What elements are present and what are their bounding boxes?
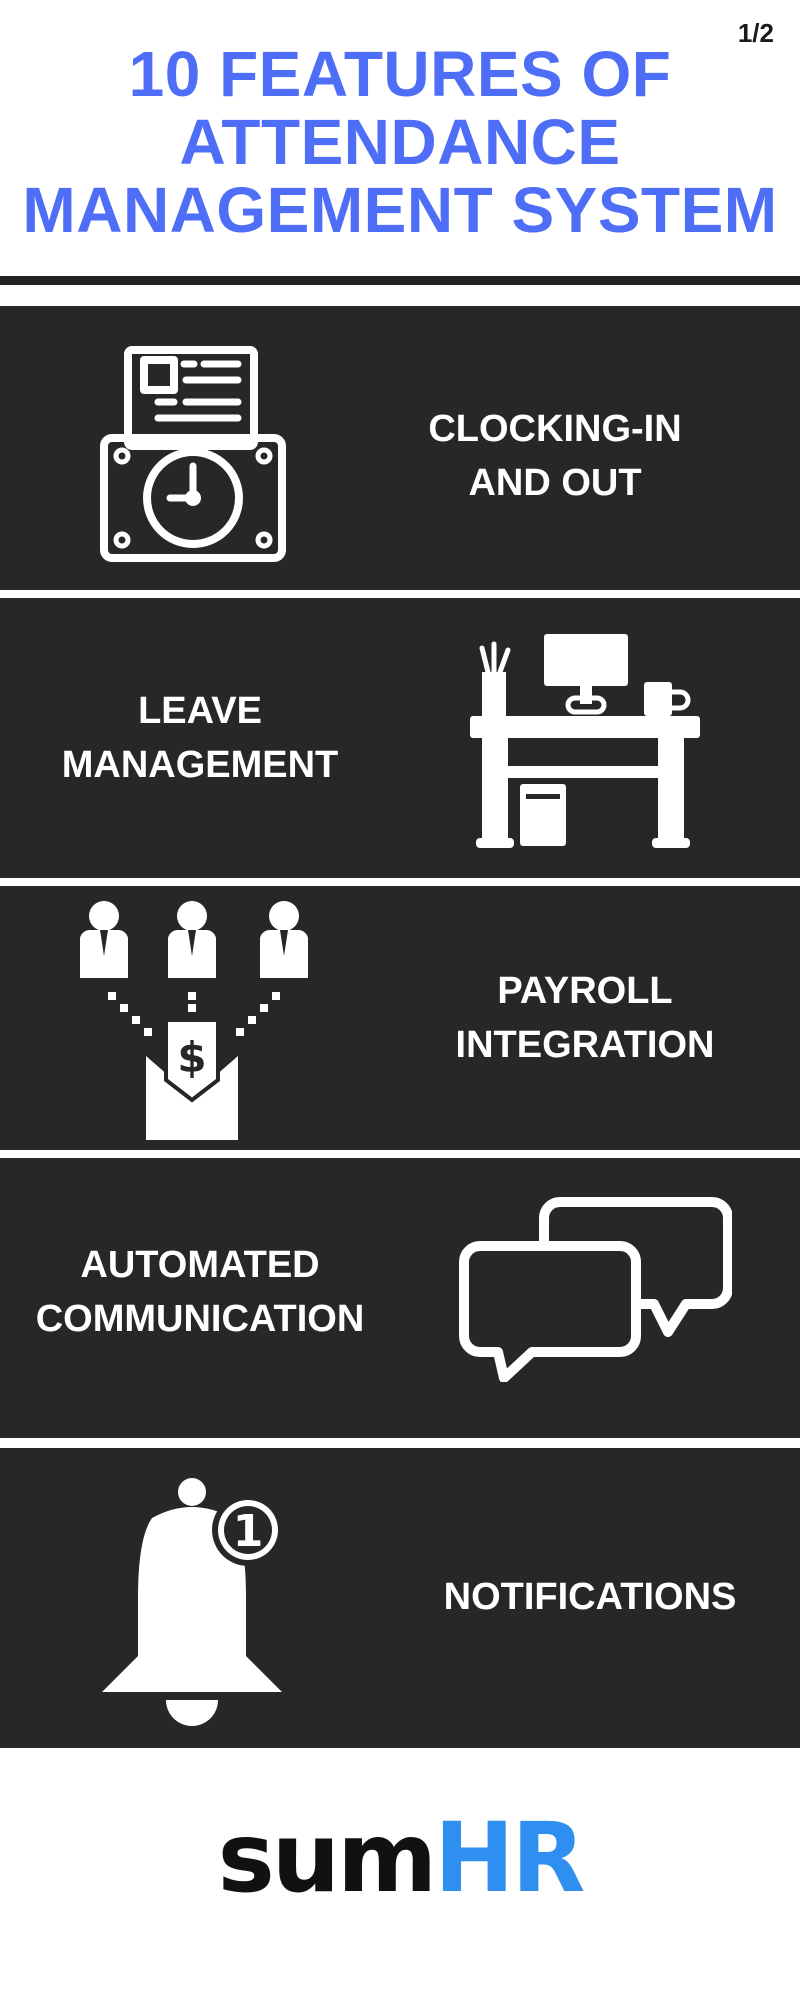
office-desk-icon (470, 634, 700, 848)
title-line-2: ATTENDANCE (179, 106, 621, 178)
feature-label-notifications: NOTIFICATIONS (443, 1576, 737, 1618)
sumhr-logo: sumHR (217, 1802, 586, 1914)
feature-panel-payroll: $ PAYROLL INTEGRATION (0, 886, 800, 1150)
page-title: 10 FEATURES OF ATTENDANCE MANAGEMENT SYS… (0, 40, 800, 244)
title-line-3: MANAGEMENT SYSTEM (22, 174, 778, 246)
feature-label-communication: AUTOMATED COMMUNICATION (35, 1244, 365, 1340)
notification-bell-icon: 1 (102, 1478, 284, 1726)
header-divider (0, 276, 800, 285)
feature-label-leave: LEAVE MANAGEMENT (61, 690, 339, 786)
svg-text:$: $ (177, 1033, 206, 1082)
page-indicator: 1/2 (737, 18, 774, 48)
title-line-1: 10 FEATURES OF (128, 38, 672, 110)
feature-panel-clocking: CLOCKING-IN AND OUT (0, 306, 800, 590)
feature-panel-communication: AUTOMATED COMMUNICATION (0, 1158, 800, 1438)
feature-panel-leave: LEAVE MANAGEMENT (0, 598, 800, 878)
notification-badge-count: 1 (233, 1506, 264, 1557)
feature-panel-notifications: 1 NOTIFICATIONS (0, 1448, 800, 1748)
payroll-envelope-icon: $ (80, 901, 308, 1140)
feature-label-clocking: CLOCKING-IN AND OUT (428, 408, 682, 504)
chat-bubbles-icon (459, 1197, 732, 1382)
feature-label-payroll: PAYROLL INTEGRATION (455, 970, 715, 1066)
time-clock-icon (100, 346, 286, 562)
